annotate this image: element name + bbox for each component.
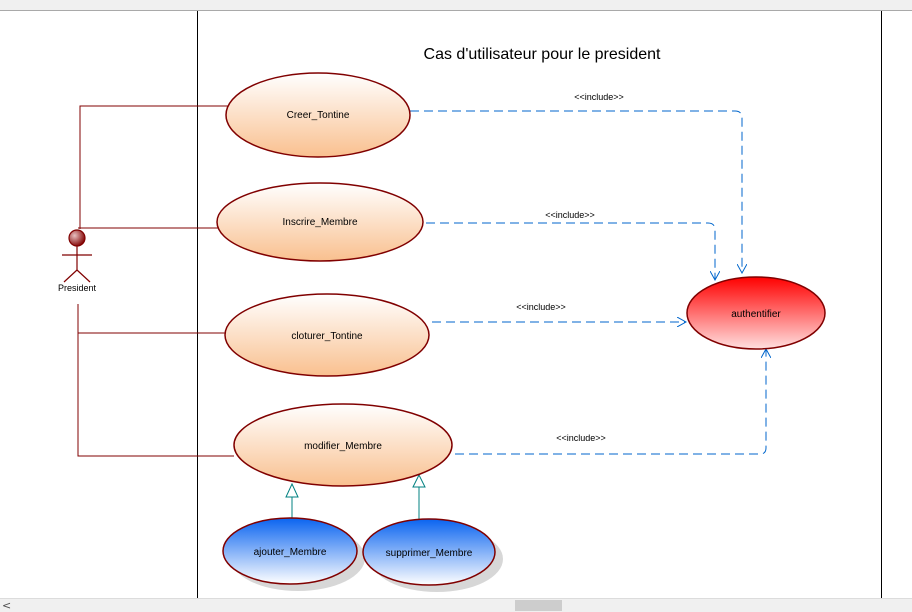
- use-case-supprimer-membre[interactable]: supprimer_Membre: [362, 518, 503, 592]
- use-case-authentifier[interactable]: authentifier: [686, 276, 826, 350]
- use-case-label: supprimer_Membre: [386, 548, 473, 559]
- include-modifier-authentifier: [455, 349, 766, 455]
- association-modifier-membre: [77, 309, 234, 457]
- use-case-creer-tontine[interactable]: Creer_Tontine: [225, 72, 411, 158]
- use-case-diagram: Cas d'utilisateur pour le president Pres…: [58, 11, 882, 598]
- association-creer-tontine: [79, 105, 228, 229]
- include-label-cloturer: <<include>>: [516, 302, 566, 312]
- include-inscrire-authentifier: [426, 222, 715, 280]
- actor-name: President: [58, 283, 97, 293]
- actor-right-leg: [76, 269, 91, 283]
- actor-head-icon: [68, 229, 86, 247]
- use-case-label: Inscrire_Membre: [282, 217, 357, 228]
- use-case-label: cloturer_Tontine: [291, 331, 363, 342]
- use-case-label: Creer_Tontine: [287, 110, 350, 121]
- include-label-creer: <<include>>: [574, 92, 624, 102]
- horizontal-scrollbar[interactable]: <: [0, 598, 912, 612]
- actor-president[interactable]: President: [58, 229, 97, 293]
- use-case-label: ajouter_Membre: [254, 547, 327, 558]
- use-case-label: modifier_Membre: [304, 441, 382, 452]
- diagram-title: Cas d'utilisateur pour le president: [424, 46, 662, 63]
- include-label-modifier: <<include>>: [556, 433, 606, 443]
- use-case-label: authentifier: [731, 309, 781, 320]
- actor-left-leg: [63, 269, 78, 283]
- use-case-ajouter-membre[interactable]: ajouter_Membre: [222, 517, 365, 591]
- generalizations: [285, 473, 426, 521]
- generalization-arrowhead-supprimer: [412, 473, 426, 488]
- diagram-canvas: Cas d'utilisateur pour le president Pres…: [0, 11, 912, 598]
- scroll-left-arrow-icon[interactable]: <: [2, 599, 12, 612]
- use-case-inscrire-membre[interactable]: Inscrire_Membre: [216, 182, 424, 262]
- include-dependencies: [410, 110, 766, 455]
- include-creer-authentifier: [410, 110, 742, 273]
- association-cloturer-tontine: [77, 304, 225, 334]
- generalization-arrowhead-ajouter: [285, 482, 299, 498]
- scrollbar-thumb[interactable]: [515, 600, 562, 611]
- use-case-modifier-membre[interactable]: modifier_Membre: [233, 403, 453, 487]
- use-case-cloturer-tontine[interactable]: cloturer_Tontine: [224, 293, 430, 377]
- include-label-inscrire: <<include>>: [545, 210, 595, 220]
- top-toolbar-strip: [0, 0, 912, 11]
- actor-associations: [77, 105, 234, 457]
